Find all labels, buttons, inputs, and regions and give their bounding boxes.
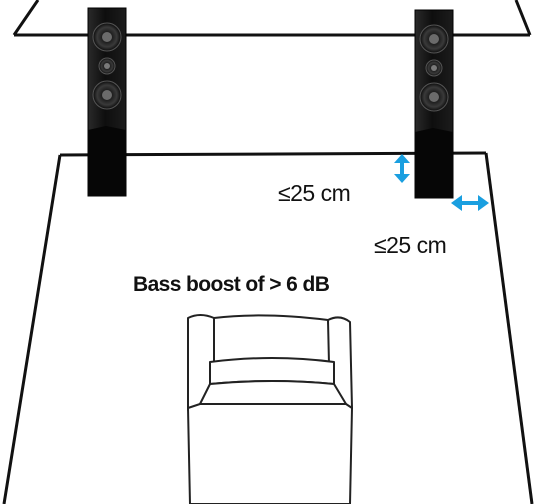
right-speaker	[414, 9, 454, 199]
front-distance-label: ≤25 cm	[278, 180, 351, 206]
armchair-icon	[187, 314, 353, 504]
side-distance-label: ≤25 cm	[374, 232, 447, 258]
left-speaker	[87, 7, 127, 197]
bass-boost-label: Bass boost of > 6 dB	[133, 273, 330, 296]
double-arrow-vertical-icon	[394, 154, 410, 183]
double-arrow-horizontal-icon	[451, 195, 489, 211]
